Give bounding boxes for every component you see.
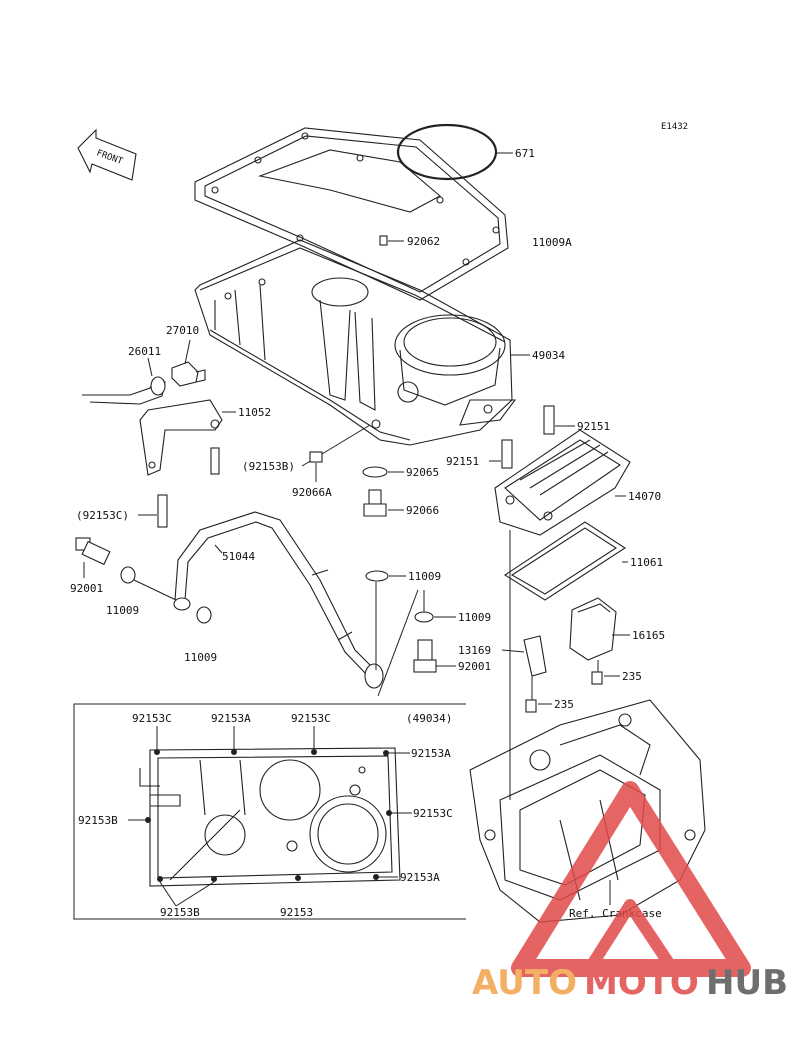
reed-valve-part (569, 597, 617, 661)
front-arrow-icon: FRONT (77, 128, 137, 181)
inset-label: 92153C (291, 712, 331, 725)
oil-pan-gasket (194, 127, 509, 301)
diagram-code: E1432 (661, 122, 688, 132)
bracket-part (139, 399, 223, 476)
part-label: 235 (554, 698, 574, 711)
part-label: 92065 (406, 466, 439, 479)
part-label: 13169 (458, 644, 491, 657)
part-label: 92066 (406, 504, 439, 517)
gasket-part (503, 521, 627, 601)
wire-lead (82, 376, 166, 405)
logo-text-hub: HUB (706, 963, 788, 1003)
bolt-part (157, 494, 168, 528)
washer-part (414, 611, 434, 623)
part-label: 11009A (532, 236, 572, 249)
part-label: 92151 (577, 420, 610, 433)
part-label: 92062 (407, 235, 440, 248)
plate-part (523, 635, 547, 677)
part-label: (92153C) (76, 509, 129, 522)
bolt-part (543, 405, 555, 435)
part-label: 51044 (222, 550, 255, 563)
cover-part (494, 429, 631, 536)
o-ring-part (396, 123, 498, 181)
inset-label: 92153B (160, 906, 200, 919)
drain-plug-part (363, 489, 387, 517)
part-label: 11009 (184, 651, 217, 664)
part-label: 14070 (628, 490, 661, 503)
oil-pipe (173, 511, 384, 689)
oil-pan-bottom-view (139, 747, 401, 887)
part-label: (92153B) (242, 460, 295, 473)
part-label: 11009 (458, 611, 491, 624)
oil-pan (194, 239, 517, 446)
part-label: 92001 (70, 582, 103, 595)
inset-label: 92153A (411, 747, 451, 760)
part-label: 26011 (128, 345, 161, 358)
plug-part (379, 235, 388, 246)
inset-box: (49034) (73, 703, 466, 920)
part-label: 11009 (106, 604, 139, 617)
part-label: 11052 (238, 406, 271, 419)
washer-part (365, 570, 389, 582)
inset-title: (49034) (406, 712, 452, 725)
part-label: 49034 (532, 349, 565, 362)
bolt-part (501, 439, 513, 469)
crankcase-part (469, 699, 706, 923)
oil-pressure-switch (171, 361, 206, 387)
automotohub-logo: AUTO MOTO HUB (472, 781, 788, 1003)
part-label: 235 (622, 670, 642, 683)
banjo-bolt-part (413, 639, 437, 673)
logo-text-moto: MOTO (584, 963, 699, 1003)
part-label: 16165 (632, 629, 665, 642)
part-label: 92066A (292, 486, 332, 499)
part-label: 11061 (630, 556, 663, 569)
front-label: FRONT (95, 148, 124, 167)
inset-label: 92153C (413, 807, 453, 820)
part-label: 92001 (458, 660, 491, 673)
logo-text-auto: AUTO (472, 963, 577, 1003)
inset-label: 92153A (400, 871, 440, 884)
inset-label: 92153B (78, 814, 118, 827)
washer-part (120, 566, 136, 584)
part-label: 11009 (408, 570, 441, 583)
inset-label: 92153A (211, 712, 251, 725)
part-label: 27010 (166, 324, 199, 337)
part-label: 92151 (446, 455, 479, 468)
banjo-bolt-part (75, 537, 111, 566)
inset-label: 92153C (132, 712, 172, 725)
drain-plug-part (309, 451, 323, 463)
part-label: 671 (515, 147, 535, 160)
screw-part (591, 671, 603, 685)
washer-part (362, 466, 388, 478)
washer-part (196, 606, 212, 624)
screw-part (525, 699, 537, 713)
inset-label: 92153 (280, 906, 313, 919)
